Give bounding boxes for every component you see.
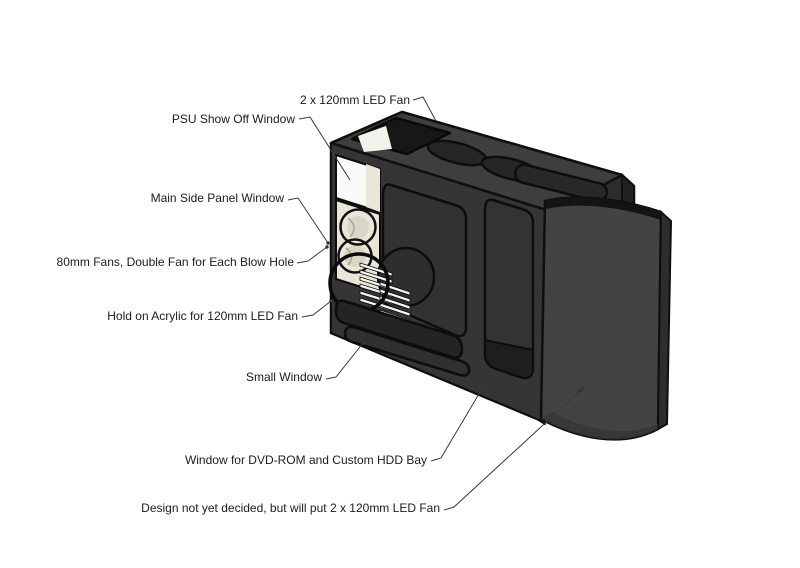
top-recess <box>513 163 609 203</box>
leader-dot-acrylic <box>329 299 333 303</box>
leader-psu-window <box>298 116 351 181</box>
leader-top-fans <box>412 96 437 122</box>
leader-endpoints <box>325 241 585 394</box>
label-psu-window: PSU Show Off Window <box>171 112 295 126</box>
top-opening-light <box>358 126 392 152</box>
leader-arrow-dvd-hdd <box>483 376 490 385</box>
top-face-details <box>350 116 609 203</box>
door-right-edge <box>656 209 673 431</box>
leader-main-window <box>287 197 329 244</box>
psu-window-interior <box>366 164 380 212</box>
leader-dot-blow-holes <box>325 245 329 249</box>
side-panel-details <box>328 154 535 380</box>
leader-dvd-hdd <box>430 381 487 462</box>
label-front-design: Design not yet decided, but will put 2 x… <box>141 501 440 515</box>
leader-arrow-front-design <box>577 386 585 394</box>
fan-blade-line-1 <box>347 217 355 238</box>
label-blow-holes: 80mm Fans, Double Fan for Each Blow Hole <box>56 255 294 269</box>
label-acrylic-hold: Hold on Acrylic for 120mm LED Fan <box>107 309 298 323</box>
door-face <box>539 196 663 441</box>
leader-front-design <box>443 390 581 511</box>
vent-slats <box>359 262 411 324</box>
leader-blow-holes <box>296 246 328 264</box>
leader-lines <box>287 96 581 511</box>
leader-dot-small-window <box>361 341 365 345</box>
label-dvd-hdd: Window for DVD-ROM and Custom HDD Bay <box>184 453 427 467</box>
leader-acrylic <box>301 300 332 318</box>
door-top-edge <box>545 197 661 220</box>
leader-dot-main-window <box>326 241 330 245</box>
label-small-window: Small Window <box>245 370 322 384</box>
small-window-band <box>343 325 471 377</box>
dvd-strip-lower-recess <box>484 338 534 379</box>
fan-ring-1 <box>339 208 377 246</box>
leader-small-window <box>325 342 364 380</box>
label-top-fans: 2 x 120mm LED Fan <box>299 93 410 107</box>
label-main-window: Main Side Panel Window <box>150 191 284 205</box>
door-bottom-shade <box>541 412 658 440</box>
front-door-panel <box>539 196 673 441</box>
